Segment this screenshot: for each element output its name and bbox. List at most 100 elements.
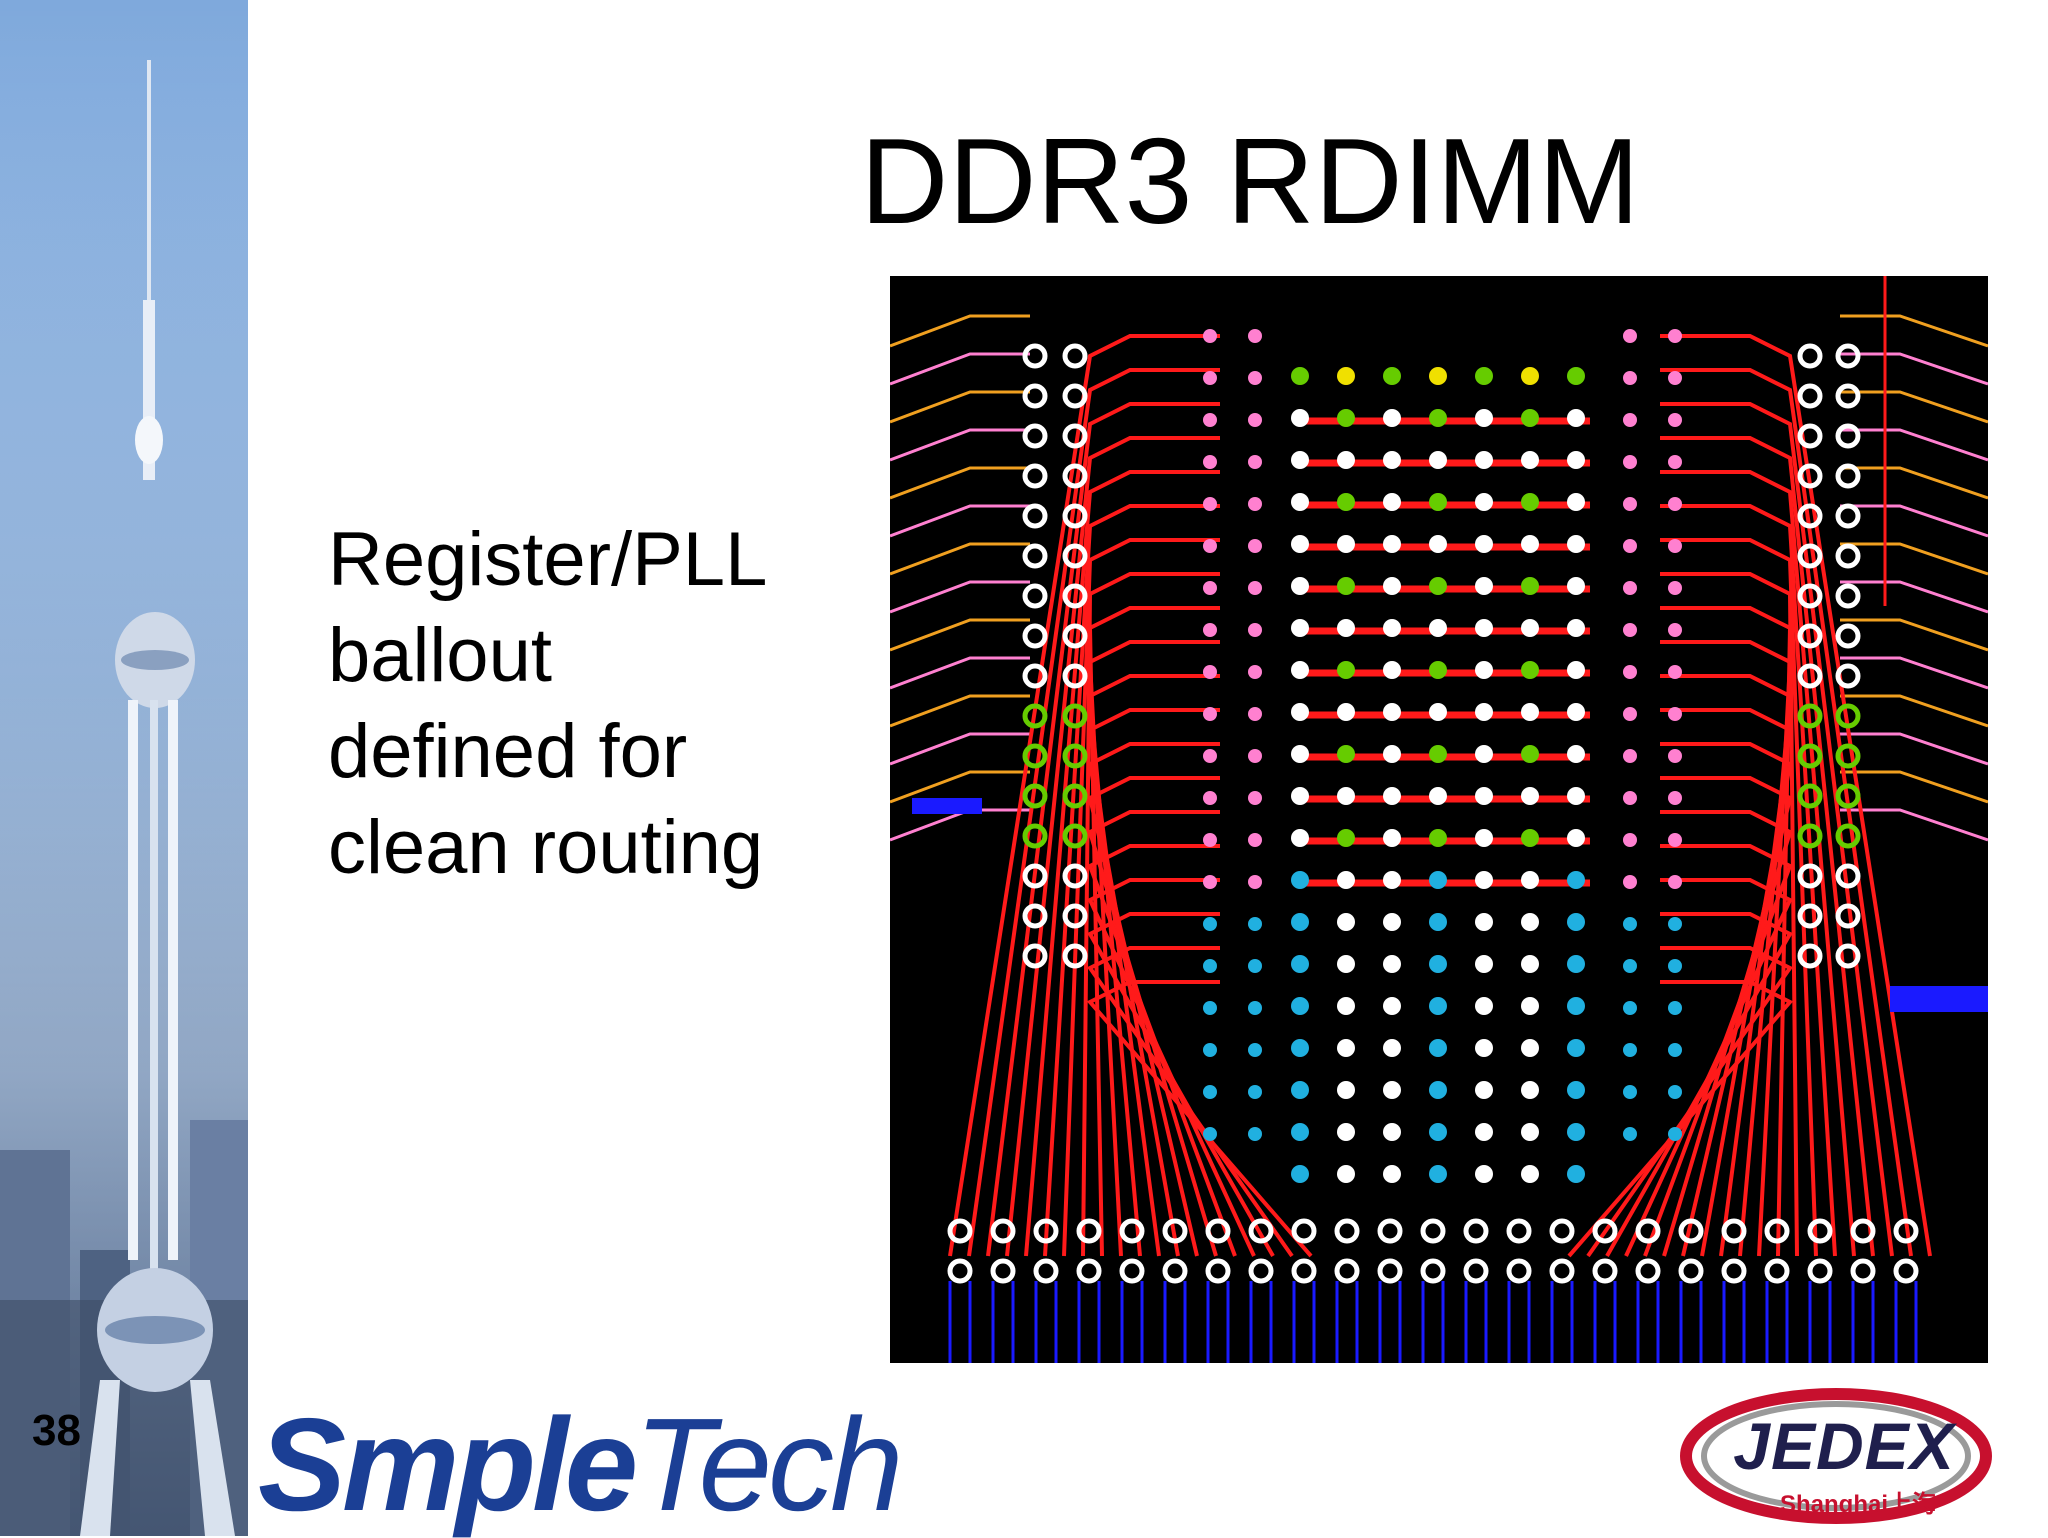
pcb-via-right bbox=[1797, 343, 1823, 369]
pcb-via-left bbox=[1022, 623, 1048, 649]
pcb-pad bbox=[1291, 367, 1309, 385]
pcb-via-left bbox=[1062, 543, 1088, 569]
pcb-pad-left bbox=[1248, 329, 1262, 343]
pcb-via-right bbox=[1835, 743, 1861, 769]
pcb-pad-left bbox=[1203, 371, 1217, 385]
pcb-pad-left bbox=[1248, 623, 1262, 637]
pcb-via-bottom bbox=[1162, 1218, 1188, 1244]
pcb-pad bbox=[1521, 451, 1539, 469]
pcb-pad-right bbox=[1623, 1127, 1637, 1141]
pcb-pad-right bbox=[1623, 329, 1637, 343]
pcb-pad-right bbox=[1668, 749, 1682, 763]
pcb-via-bottom bbox=[1549, 1218, 1575, 1244]
pcb-pad bbox=[1475, 409, 1493, 427]
pcb-via-bottom bbox=[1807, 1258, 1833, 1284]
pcb-pad bbox=[1383, 535, 1401, 553]
pcb-pad-left bbox=[1248, 1001, 1262, 1015]
pcb-pad bbox=[1337, 1165, 1355, 1183]
pcb-pad-left bbox=[1248, 497, 1262, 511]
pcb-pad-right bbox=[1623, 791, 1637, 805]
pcb-trace-fanout-right bbox=[1660, 368, 1913, 1257]
pcb-pad bbox=[1429, 997, 1447, 1015]
pcb-pad bbox=[1567, 409, 1585, 427]
pcb-pad bbox=[1291, 535, 1309, 553]
pcb-pad bbox=[1521, 1039, 1539, 1057]
pcb-pad bbox=[1429, 787, 1447, 805]
pcb-pad bbox=[1475, 493, 1493, 511]
pcb-pad bbox=[1337, 745, 1355, 763]
pcb-via-bottom bbox=[1420, 1218, 1446, 1244]
pcb-via-bottom bbox=[1721, 1258, 1747, 1284]
pcb-pad-left bbox=[1248, 791, 1262, 805]
pcb-via-left bbox=[1022, 423, 1048, 449]
pcb-via-right bbox=[1797, 783, 1823, 809]
pcb-via-bottom bbox=[990, 1218, 1016, 1244]
pcb-pad-right bbox=[1668, 497, 1682, 511]
pcb-pad-left bbox=[1203, 1085, 1217, 1099]
pcb-trace-right bbox=[1840, 352, 1988, 386]
pcb-via-bottom bbox=[1506, 1258, 1532, 1284]
pcb-pad bbox=[1383, 871, 1401, 889]
pcb-trace-fanout-left bbox=[1005, 436, 1220, 1257]
simpletech-logo-mple: mple bbox=[342, 1391, 638, 1538]
pcb-pad bbox=[1429, 493, 1447, 511]
pcb-trace-left bbox=[890, 542, 1030, 576]
pcb-pad-right bbox=[1623, 1001, 1637, 1015]
pcb-via-bottom bbox=[1463, 1218, 1489, 1244]
pcb-pad bbox=[1521, 829, 1539, 847]
pcb-pad bbox=[1383, 787, 1401, 805]
pcb-via-bottom bbox=[1119, 1218, 1145, 1244]
pcb-pad bbox=[1567, 745, 1585, 763]
pcb-pad-right bbox=[1623, 959, 1637, 973]
pcb-pad-right bbox=[1668, 1127, 1682, 1141]
pcb-pad-right bbox=[1668, 833, 1682, 847]
pcb-pad bbox=[1383, 577, 1401, 595]
pcb-pad bbox=[1383, 451, 1401, 469]
pcb-via-left bbox=[1022, 343, 1048, 369]
pcb-via-bottom bbox=[1076, 1218, 1102, 1244]
pcb-pad-left bbox=[1203, 1001, 1217, 1015]
pcb-via-bottom bbox=[1205, 1258, 1231, 1284]
pcb-pad bbox=[1337, 997, 1355, 1015]
pcb-trace-left bbox=[890, 808, 1030, 842]
pcb-via-right bbox=[1797, 943, 1823, 969]
pcb-pad-left bbox=[1248, 539, 1262, 553]
pcb-via-bottom bbox=[1592, 1258, 1618, 1284]
pcb-pad-right bbox=[1668, 917, 1682, 931]
pcb-via-right bbox=[1835, 463, 1861, 489]
pcb-pad bbox=[1567, 493, 1585, 511]
pcb-pad-right bbox=[1623, 581, 1637, 595]
pcb-pad-left bbox=[1248, 1127, 1262, 1141]
pcb-pad-left bbox=[1248, 1043, 1262, 1057]
pcb-via-bottom bbox=[1678, 1258, 1704, 1284]
pcb-pad bbox=[1475, 829, 1493, 847]
pcb-pad bbox=[1567, 829, 1585, 847]
pcb-via-bottom bbox=[1893, 1218, 1919, 1244]
pcb-pad-left bbox=[1203, 917, 1217, 931]
pcb-via-bottom bbox=[1248, 1258, 1274, 1284]
pcb-pad-right bbox=[1668, 623, 1682, 637]
pcb-pad bbox=[1383, 1165, 1401, 1183]
pcb-via-left bbox=[1062, 503, 1088, 529]
pcb-pad bbox=[1475, 787, 1493, 805]
pcb-via-left bbox=[1022, 783, 1048, 809]
pcb-pad bbox=[1429, 745, 1447, 763]
pcb-pad bbox=[1475, 955, 1493, 973]
pcb-trace-right bbox=[1840, 694, 1988, 728]
pcb-pad bbox=[1521, 1165, 1539, 1183]
pcb-pad-right bbox=[1668, 1043, 1682, 1057]
pcb-via-right bbox=[1797, 743, 1823, 769]
pcb-pad bbox=[1291, 1165, 1309, 1183]
pcb-pad-left bbox=[1203, 959, 1217, 973]
pcb-pad bbox=[1337, 367, 1355, 385]
pcb-trace-right bbox=[1840, 580, 1988, 614]
pcb-pad bbox=[1567, 535, 1585, 553]
pcb-pad bbox=[1521, 955, 1539, 973]
sidebar-skyline-panel bbox=[0, 0, 248, 1536]
pcb-pad-left bbox=[1203, 749, 1217, 763]
pcb-pad bbox=[1383, 661, 1401, 679]
pcb-pad bbox=[1567, 1081, 1585, 1099]
pcb-pad-right bbox=[1623, 455, 1637, 469]
pcb-pad bbox=[1521, 787, 1539, 805]
pcb-via-right bbox=[1797, 903, 1823, 929]
